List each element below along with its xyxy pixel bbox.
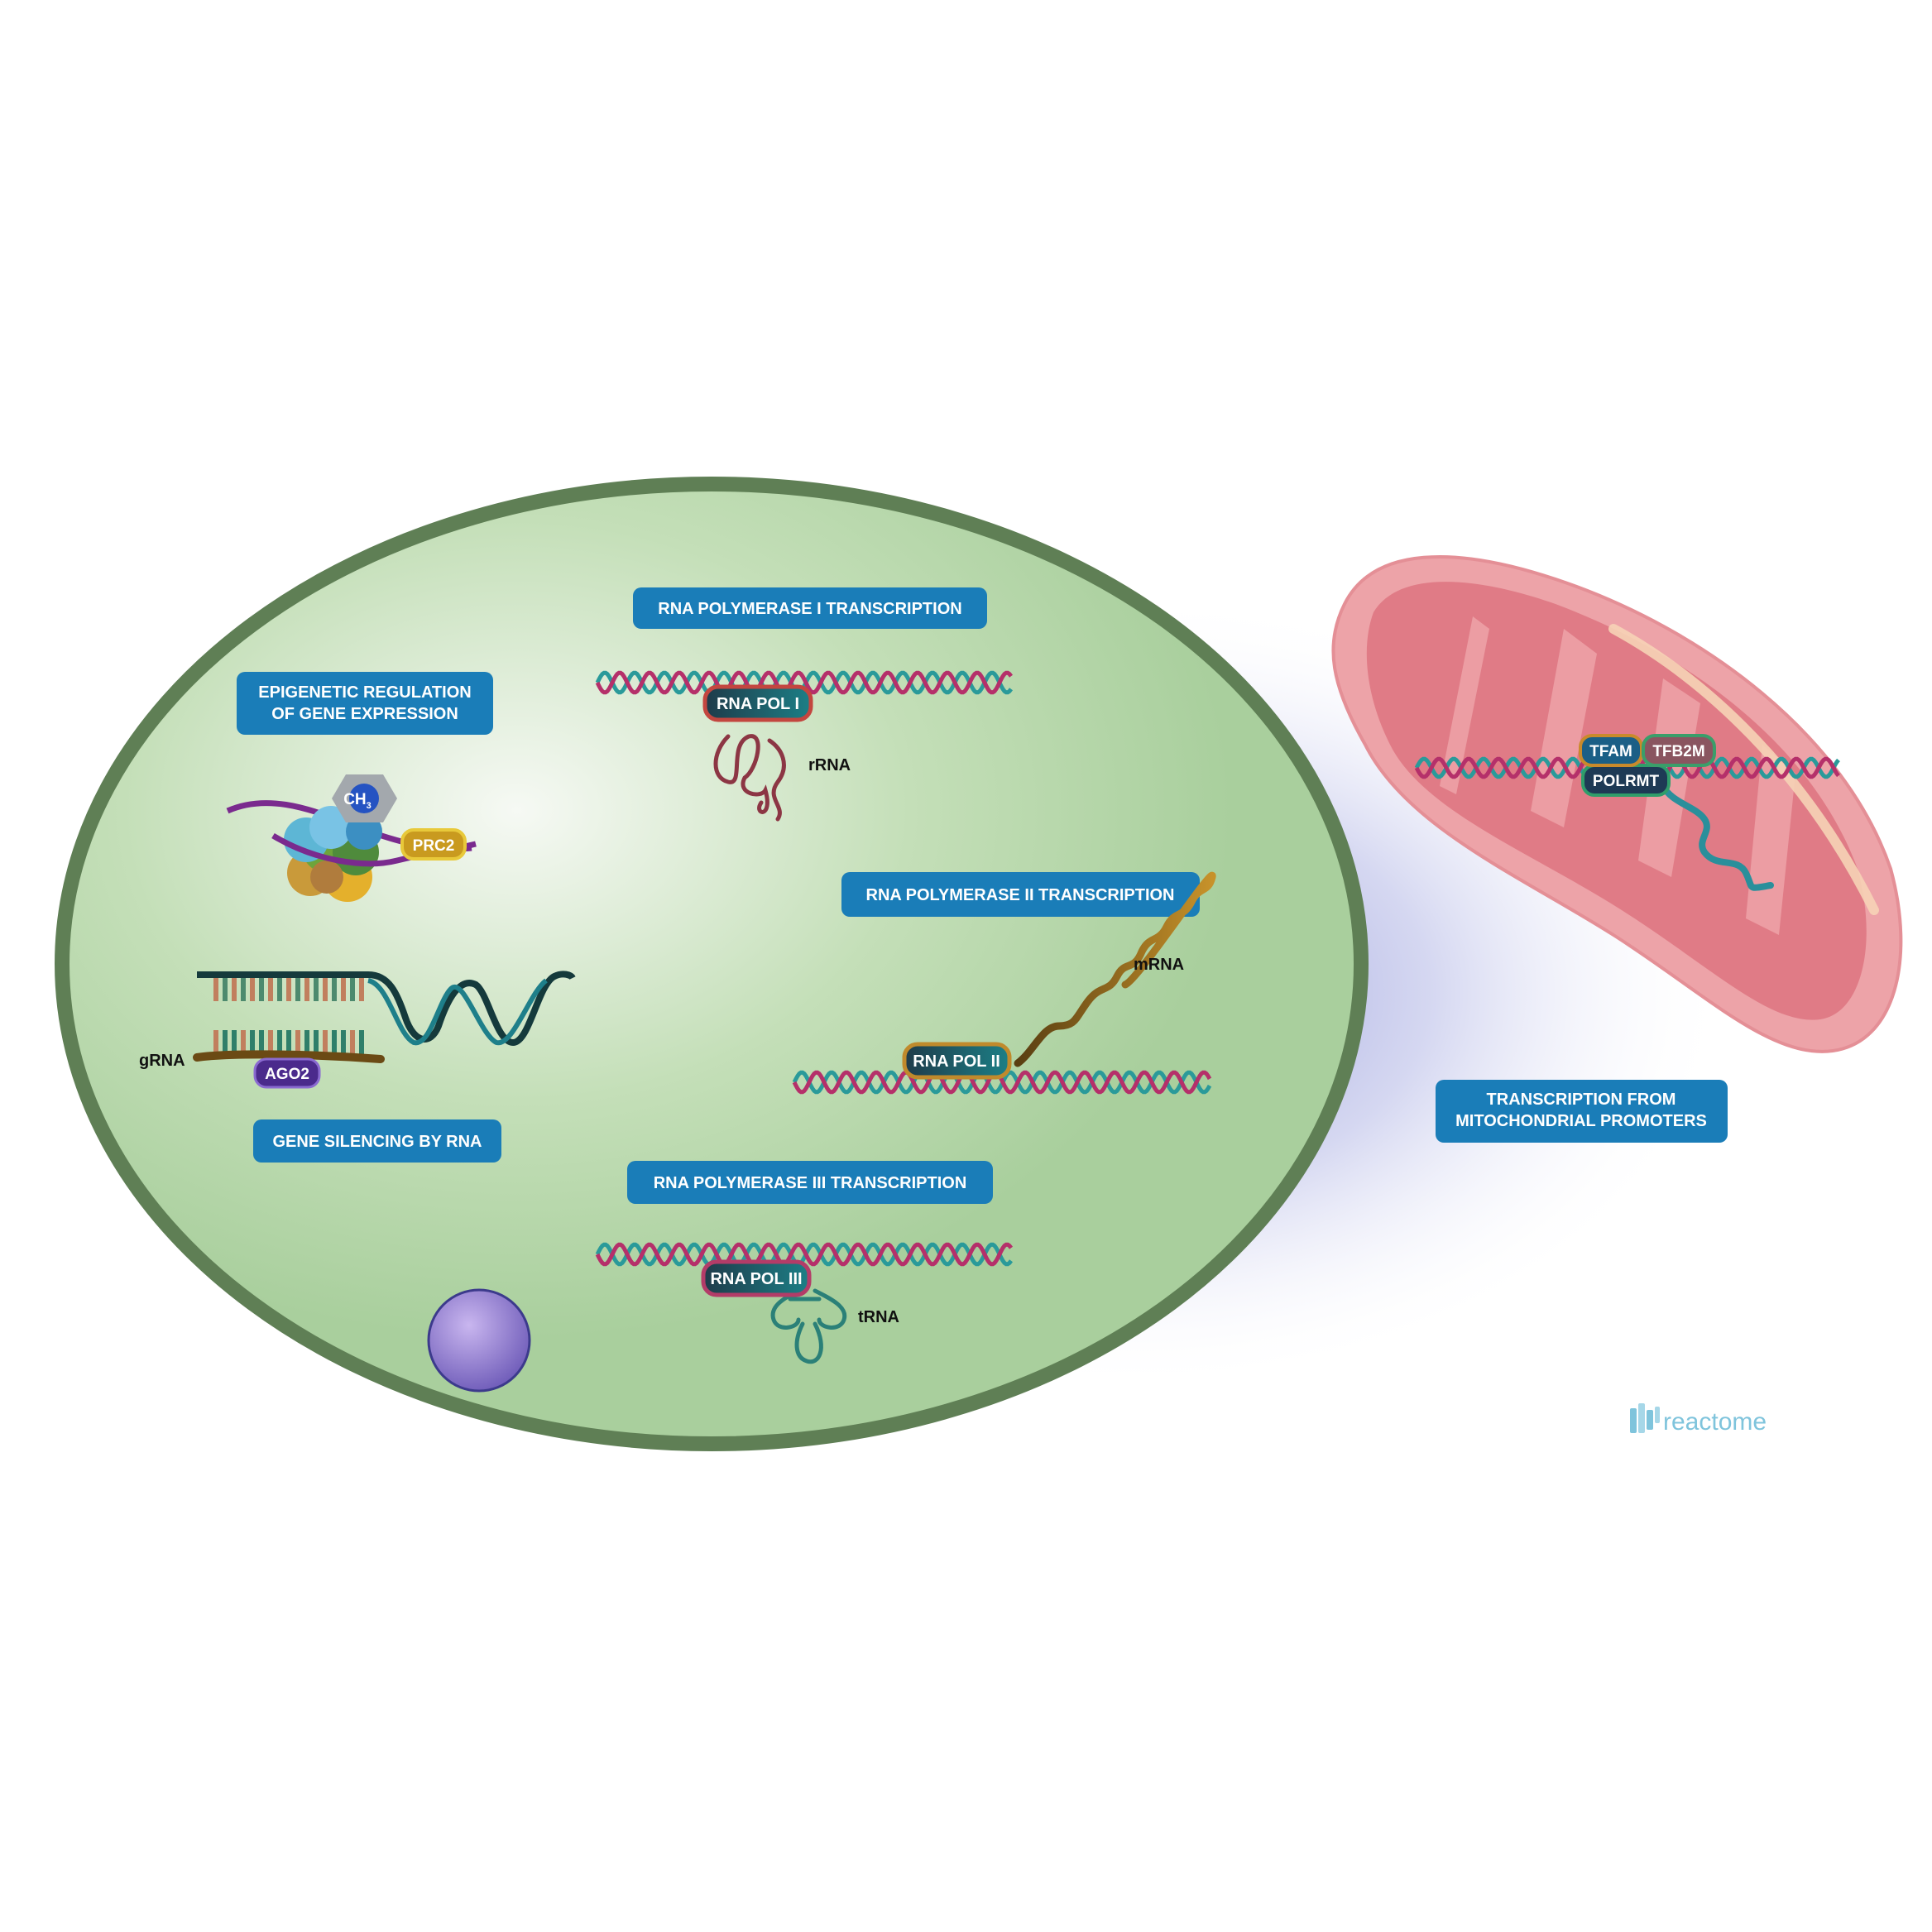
vesicle [427, 1288, 531, 1393]
grna-bottom-base [250, 1030, 255, 1055]
ago2-label: AGO2 [265, 1066, 309, 1083]
grna-top-base [213, 978, 218, 1001]
pol1-protein[interactable]: RNA POL I [702, 684, 813, 722]
grna-bottom-base [259, 1030, 264, 1055]
grna-top-base [304, 978, 309, 1001]
label-epigenetic[interactable]: EPIGENETIC REGULATION OF GENE EXPRESSION [237, 672, 493, 735]
grna-top-base [223, 978, 228, 1001]
pol2-label: RNA POL II [913, 1052, 1000, 1071]
grna-top-base [232, 978, 237, 1001]
label-mitochondrial-line2: MITOCHONDRIAL PROMOTERS [1455, 1112, 1707, 1130]
ch3-label: CH3 [343, 791, 372, 811]
prc2-label: PRC2 [413, 837, 455, 855]
pol3-protein[interactable]: RNA POL III [701, 1259, 812, 1297]
grna-top-base [268, 978, 273, 1001]
pol3-label: RNA POL III [710, 1270, 802, 1288]
grna-bottom-base [350, 1030, 355, 1055]
polrmt-label: POLRMT [1593, 773, 1660, 790]
grna-bottom-base [341, 1030, 346, 1055]
grna-top-base [241, 978, 246, 1001]
trna-label: tRNA [858, 1308, 899, 1326]
grna-top-base [314, 978, 319, 1001]
label-pol1-text: RNA POLYMERASE I TRANSCRIPTION [658, 600, 961, 618]
prc2-protein[interactable]: PRC2 [400, 828, 467, 861]
label-epigenetic-line2: OF GENE EXPRESSION [271, 705, 458, 723]
trna-cloverleaf [770, 1288, 847, 1364]
label-gene-silencing[interactable]: GENE SILENCING BY RNA [253, 1119, 501, 1163]
grna-top-base [286, 978, 291, 1001]
grna-bottom-base [268, 1030, 273, 1055]
mrna-label: mRNA [1134, 956, 1184, 974]
grna-bottom-base [295, 1030, 300, 1055]
grna-label: gRNA [139, 1052, 185, 1070]
grna-top-base [341, 978, 346, 1001]
reactome-logo-text: reactome [1663, 1408, 1767, 1436]
grna-bottom-base [223, 1030, 228, 1055]
label-pol3[interactable]: RNA POLYMERASE III TRANSCRIPTION [627, 1161, 993, 1204]
mitochondrion [1331, 555, 1903, 1053]
dna-helix-pol1 [595, 670, 1014, 695]
label-pol2[interactable]: RNA POLYMERASE II TRANSCRIPTION [841, 872, 1200, 917]
grna-bottom-base [304, 1030, 309, 1055]
pol2-protein[interactable]: RNA POL II [902, 1042, 1012, 1080]
tfam-label: TFAM [1589, 743, 1632, 760]
grna-bottom-base [314, 1030, 319, 1055]
label-mitochondrial[interactable]: TRANSCRIPTION FROM MITOCHONDRIAL PROMOTE… [1436, 1080, 1728, 1143]
grna-bottom-base [332, 1030, 337, 1055]
grna-top-base [332, 978, 337, 1001]
grna-top-base [250, 978, 255, 1001]
grna-top-base [259, 978, 264, 1001]
mito-rna-strand [1660, 783, 1774, 891]
grna-top-base [350, 978, 355, 1001]
label-gene-silencing-text: GENE SILENCING BY RNA [273, 1133, 482, 1151]
label-mitochondrial-line1: TRANSCRIPTION FROM [1487, 1091, 1676, 1109]
rrna-label: rRNA [808, 756, 851, 774]
grna-bottom-base [277, 1030, 282, 1055]
label-epigenetic-line1: EPIGENETIC REGULATION [258, 683, 471, 702]
label-pol1[interactable]: RNA POLYMERASE I TRANSCRIPTION [633, 587, 987, 629]
grna-duplex [193, 971, 576, 1063]
ago2-protein[interactable]: AGO2 [253, 1057, 321, 1089]
ch3-methyl-group: CH3 [332, 774, 397, 822]
grna-top-base [323, 978, 328, 1001]
dna-helix-pol3 [595, 1242, 1014, 1267]
mrna-strand [1014, 871, 1216, 1067]
grna-top-base [277, 978, 282, 1001]
reactome-logo[interactable]: reactome [1630, 1403, 1767, 1436]
grna-top-base [295, 978, 300, 1001]
grna-bottom-base [359, 1030, 364, 1055]
tfam-protein[interactable]: TFAM [1579, 734, 1643, 767]
pol1-label: RNA POL I [717, 695, 799, 713]
tfb2m-label: TFB2M [1652, 743, 1704, 760]
polrmt-protein[interactable]: POLRMT [1581, 764, 1671, 797]
dna-helix-pol2 [792, 1070, 1212, 1095]
label-pol3-text: RNA POLYMERASE III TRANSCRIPTION [654, 1174, 967, 1192]
label-pol2-text: RNA POLYMERASE II TRANSCRIPTION [866, 886, 1175, 904]
grna-top-base [359, 978, 364, 1001]
grna-bottom-base [286, 1030, 291, 1055]
rrna-strand [713, 734, 786, 822]
grna-bottom-base [323, 1030, 328, 1055]
tfb2m-protein[interactable]: TFB2M [1642, 734, 1716, 767]
grna-bottom-base [241, 1030, 246, 1055]
grna-bottom-base [213, 1030, 218, 1055]
grna-bottom-base [232, 1030, 237, 1055]
reactome-logo-icon [1630, 1403, 1660, 1433]
